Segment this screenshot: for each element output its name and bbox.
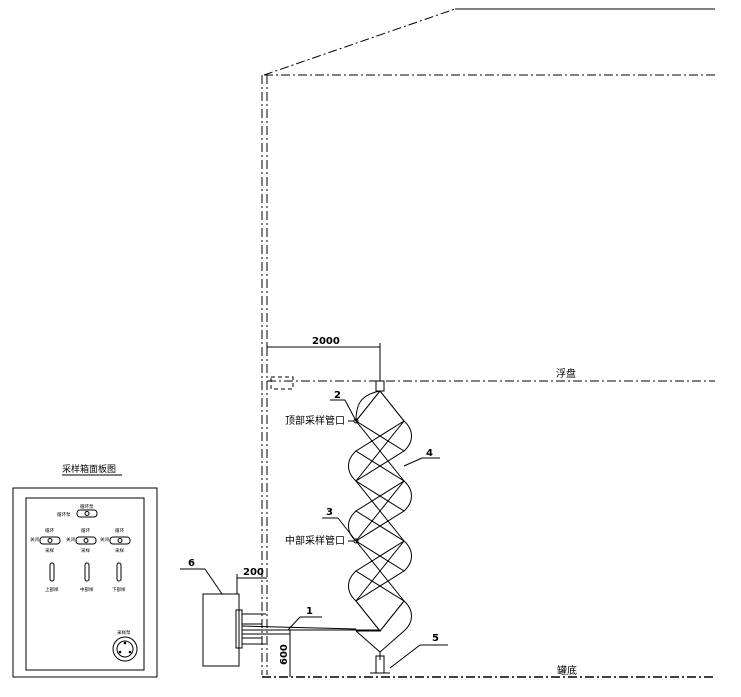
callout-6 bbox=[180, 568, 223, 595]
panel-top-label: 循环泵 bbox=[80, 503, 94, 510]
floating-roof-line bbox=[267, 376, 715, 390]
panel-valve-1 bbox=[39, 536, 61, 545]
sampler-2 bbox=[84, 562, 90, 582]
tank-bottom-label: 罐底 bbox=[557, 664, 577, 677]
dimension-2000-text: 2000 bbox=[312, 336, 340, 347]
dimension-2000 bbox=[266, 343, 381, 381]
sampler-1 bbox=[49, 562, 55, 582]
valve-2-top: 循环 bbox=[81, 527, 90, 534]
valve-2-bottom: 采样 bbox=[81, 547, 90, 554]
valve-1-bottom: 采样 bbox=[45, 547, 54, 554]
panel-valve-3 bbox=[109, 536, 131, 545]
callout-1 bbox=[287, 616, 322, 631]
sampler-3 bbox=[116, 562, 122, 582]
pump-gauge-icon bbox=[112, 636, 138, 662]
valve-1-left: 关闭 bbox=[30, 536, 39, 543]
panel-valve-2 bbox=[75, 536, 97, 545]
callout-3 bbox=[322, 517, 357, 542]
panel-top-valve bbox=[76, 509, 98, 518]
valve-3-left: 关闭 bbox=[100, 536, 109, 543]
feed-pipe bbox=[241, 625, 380, 635]
sampler-2-label: 中部样 bbox=[80, 586, 94, 593]
valve-1-top: 循环 bbox=[45, 527, 54, 534]
callout-4-text: 4 bbox=[426, 448, 433, 459]
callout-5 bbox=[389, 644, 448, 669]
valve-2-left: 关闭 bbox=[66, 536, 75, 543]
callout-5-text: 5 bbox=[432, 633, 439, 644]
callout-6-text: 6 bbox=[188, 558, 195, 569]
valve-3-top: 循环 bbox=[115, 527, 124, 534]
callout-2-text: 2 bbox=[334, 390, 341, 401]
dimension-200-text: 200 bbox=[243, 567, 264, 578]
articulated-hose bbox=[348, 380, 412, 674]
panel-diagram bbox=[12, 487, 158, 678]
mid-port-label: 中部采样管口 bbox=[285, 534, 345, 547]
gauge-label: 采样泵 bbox=[117, 629, 131, 636]
dimension-600-text: 600 bbox=[279, 644, 290, 665]
callout-3-text: 3 bbox=[326, 507, 333, 518]
callout-4 bbox=[403, 457, 440, 467]
floating-roof-label: 浮盘 bbox=[556, 367, 576, 380]
sampling-box bbox=[202, 593, 266, 667]
sampler-1-label: 上部样 bbox=[45, 586, 59, 593]
panel-title: 采样箱面板图 bbox=[62, 463, 116, 475]
panel-top-sub-label: 循环泵 bbox=[57, 511, 71, 518]
callout-2 bbox=[330, 399, 357, 422]
callout-1-text: 1 bbox=[306, 606, 313, 617]
tank-outline bbox=[261, 8, 715, 675]
dimension-200 bbox=[236, 574, 267, 594]
valve-3-bottom: 采样 bbox=[115, 547, 124, 554]
sampler-3-label: 下部样 bbox=[112, 586, 126, 593]
top-port-label: 顶部采样管口 bbox=[285, 414, 345, 427]
